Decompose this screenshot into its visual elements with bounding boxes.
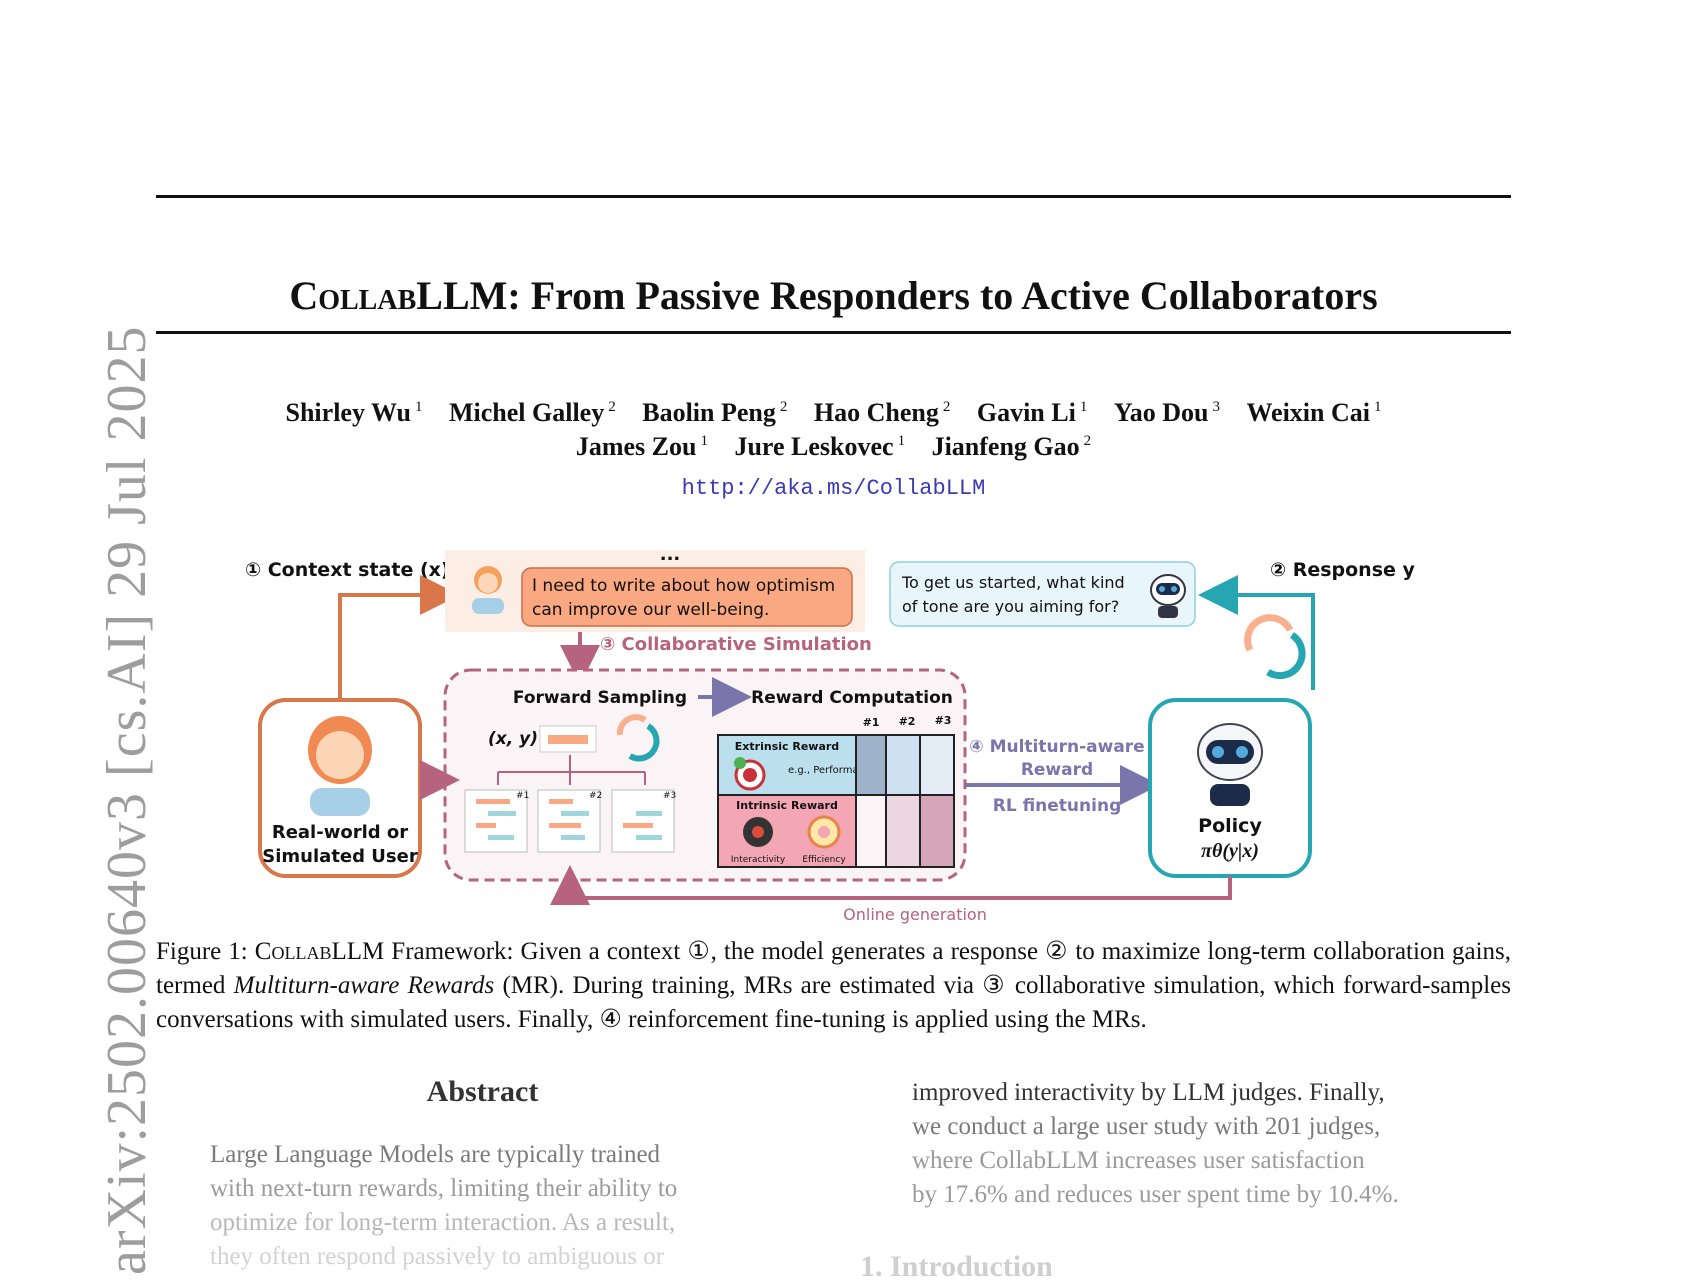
column-tag: #2 [899,715,916,728]
model-message-line: of tone are you aiming for? [902,597,1119,616]
user-avatar-large-icon [308,716,372,816]
paper-title: CollabLLM: From Passive Responders to Ac… [289,273,1378,318]
policy-label: Policy [1198,815,1262,837]
reward-grid [855,734,955,868]
arxiv-identifier: arXiv:2502.00640v3 [cs.AI] 29 Jul 2025 [96,325,158,1275]
user-message-bubble [521,567,853,627]
body-line: by 17.6% and reduces user spent time by … [912,1181,1399,1208]
abstract-heading: Abstract [426,1075,539,1108]
sampling-tree [497,755,646,785]
refresh-cycle-icon [1244,614,1306,680]
sample-tag: #1 [516,791,529,801]
forward-cycle-icon [616,714,660,762]
model-message-line: To get us started, what kind [901,573,1125,592]
context-arrow [338,575,460,700]
user-avatar-icon [472,566,504,614]
efficiency-stopwatch-icon [807,815,841,849]
robot-small-icon [1150,574,1186,618]
right-column-text: improved interactivity by LLM judges. Fi… [912,1076,1457,1212]
sample-tag: #3 [663,791,676,801]
context-ellipsis: ... [660,544,681,565]
xy-label: (x, y) [488,729,538,749]
mr-label-line: ④ Multiturn-aware [969,737,1144,757]
sample-card [464,789,528,853]
abstract-line: with next-turn rewards, limiting their a… [210,1175,678,1202]
column-tag: #1 [863,716,880,729]
online-generation-arrow [550,865,1232,905]
extrinsic-label: Extrinsic Reward [735,740,839,753]
robot-policy-icon [1197,723,1263,806]
abstract-line: Large Language Models are typically trai… [210,1141,661,1168]
response-arrow [1198,575,1315,690]
efficiency-label: Efficiency [802,855,846,865]
model-message-bubble [889,561,1196,627]
framework-figure: ① Context state (x) ... I need to write … [245,544,1416,924]
sample-tag: #2 [589,791,602,801]
interactivity-label: Interactivity [731,855,786,865]
extrinsic-example: e.g., Performance [788,765,877,776]
body-line: improved interactivity by LLM judges. Fi… [912,1079,1385,1106]
body-line: we conduct a large user study with 201 j… [912,1113,1381,1140]
top-rule [156,195,1511,198]
reward-computation-label: Reward Computation [751,688,953,708]
target-icon [734,757,766,791]
title-bottom-rule [156,331,1511,334]
policy-formula: πθ(y|x) [1201,840,1259,862]
response-label: ② Response y [1270,559,1416,581]
column-tag: #3 [935,714,952,727]
sample-card [537,789,601,853]
interactivity-icon [743,817,773,847]
forward-sampling-label: Forward Sampling [513,688,687,708]
abstract-line: optimize for long-term interaction. As a… [210,1209,676,1236]
abstract-line: they often respond passively to ambiguou… [210,1243,665,1270]
intrinsic-label: Intrinsic Reward [736,799,838,812]
rl-finetuning-label: RL finetuning [993,796,1122,816]
mr-label-line: Reward [1021,760,1093,780]
abstract-body: Large Language Models are typically trai… [210,1138,755,1274]
user-message-line: can improve our well-being. [532,600,769,620]
collab-sim-label: ③ Collaborative Simulation [600,634,872,655]
sample-card [611,789,675,853]
figure-caption: Figure 1: CollabLLM Framework: Given a c… [156,938,1511,1033]
project-link[interactable]: http://aka.ms/CollabLLM [681,476,986,501]
introduction-heading: 1. Introduction [860,1250,1053,1283]
context-label: ① Context state (x) [245,559,450,581]
user-box-line: Real-world or [272,822,408,843]
user-message-line: I need to write about how optimism [532,576,835,596]
user-box-line: Simulated User [262,846,418,867]
online-generation-label: Online generation [843,905,987,924]
body-line: where CollabLLM increases user satisfact… [912,1147,1365,1174]
